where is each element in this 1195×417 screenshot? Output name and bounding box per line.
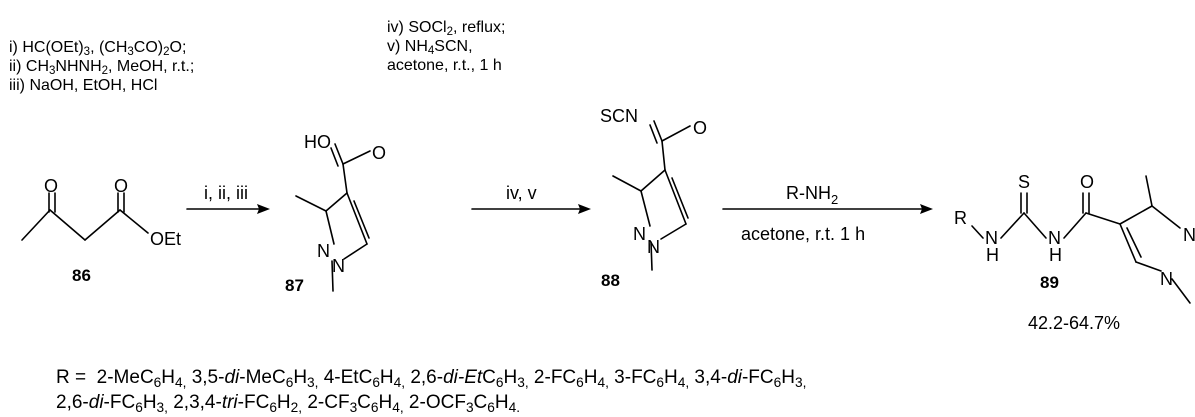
yield-range: 42.2-64.7% <box>1028 313 1121 333</box>
molecule-87 <box>295 143 371 292</box>
atom-ester-oxygen: O <box>114 176 128 196</box>
atom-h-right: H <box>1049 245 1062 265</box>
compound-label-88: 88 <box>601 271 620 290</box>
compound-label-86: 86 <box>72 266 91 285</box>
atom-n2-88: N <box>633 224 646 244</box>
substituents-line2: 2,6-di-FC6H3, 2,3,4-tri-FC6H2, 2-CF3C6H4… <box>56 392 521 415</box>
arrow2-label: iv, v <box>506 183 537 203</box>
molecule-86 <box>21 192 149 241</box>
atom-ketone-oxygen: O <box>44 176 58 196</box>
atom-isothiocyanate: SCN <box>600 106 638 126</box>
atom-nh-right: N <box>1048 228 1061 248</box>
atom-n1-88: N <box>647 237 660 257</box>
atom-carbonyl-oxygen-88: O <box>693 118 707 138</box>
atom-n1: N <box>332 256 345 276</box>
atom-n1-89: N <box>1160 269 1173 289</box>
molecule-88 <box>612 120 691 271</box>
compound-label-89: 89 <box>1040 273 1059 292</box>
atom-carbonyl-oxygen: O <box>372 143 386 163</box>
substituents-line1: R = 2-MeC6H4, 3,5-di-MeC6H3, 4-EtC6H4, 2… <box>56 367 807 390</box>
atom-sulfur: S <box>1018 172 1030 192</box>
condition-i: i) HC(OEt)3, (CH3CO)2O; <box>9 39 187 59</box>
atom-n2: N <box>317 241 330 261</box>
condition-ii: ii) CH3NHNH2, MeOH, r.t.; <box>9 58 195 78</box>
atom-r-group: R <box>954 208 967 228</box>
atom-n2-89: N <box>1183 225 1195 245</box>
molecule-89 <box>971 175 1191 304</box>
condition-v-solvent: acetone, r.t., 1 h <box>387 57 502 74</box>
condition-iv: iv) SOCl2, reflux; <box>387 19 506 39</box>
arrow3-conditions: acetone, r.t. 1 h <box>741 224 865 244</box>
atom-nh-left: N <box>985 228 998 248</box>
atom-ethoxy: OEt <box>150 229 181 249</box>
compound-label-87: 87 <box>285 276 304 295</box>
atom-hydroxyl: HO <box>304 132 331 152</box>
arrow3-reagent: R-NH2 <box>786 183 838 207</box>
condition-v: v) NH4SCN, <box>387 38 473 58</box>
conditions-step2: iv) SOCl2, reflux; v) NH4SCN, acetone, r… <box>387 18 505 75</box>
atom-amide-oxygen: O <box>1080 172 1094 192</box>
conditions-step1: i) HC(OEt)3, (CH3CO)2O; ii) CH3NHNH2, Me… <box>9 38 194 95</box>
condition-iii: iii) NaOH, EtOH, HCl <box>9 77 158 94</box>
atom-h-left: H <box>986 245 999 265</box>
arrow1-label: i, ii, iii <box>204 183 248 203</box>
